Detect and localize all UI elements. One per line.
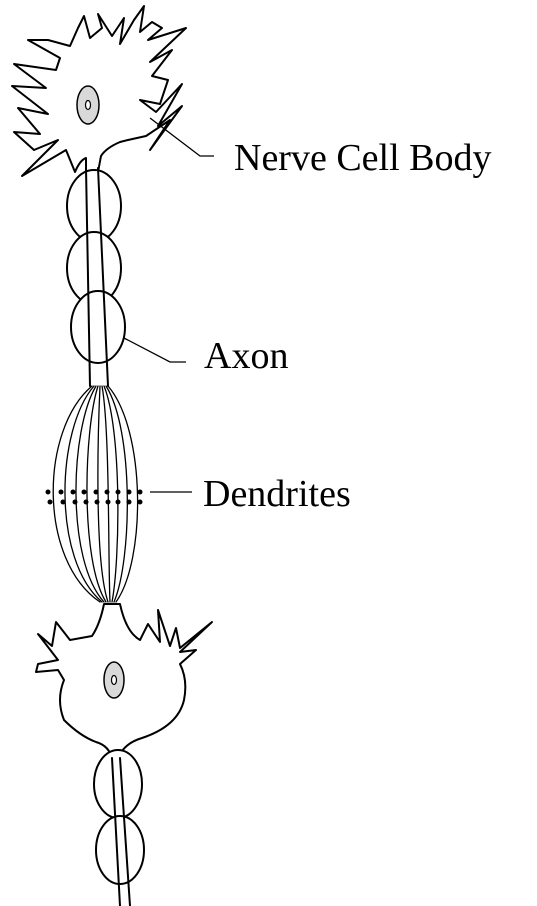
synapse-dots bbox=[46, 490, 143, 505]
upper-neuron bbox=[12, 6, 186, 176]
dendrite-fiber bbox=[76, 386, 104, 602]
myelin-sheath-3 bbox=[71, 291, 125, 363]
axon-leader-line bbox=[124, 338, 186, 362]
cell-body-label: Nerve Cell Body bbox=[234, 137, 492, 179]
upper-nucleolus bbox=[86, 101, 91, 110]
lower-axon bbox=[94, 750, 144, 906]
upper-cell-body bbox=[12, 6, 186, 176]
dendrite-bundle bbox=[46, 386, 143, 602]
lower-nucleolus bbox=[112, 676, 117, 685]
myelin-sheath-4 bbox=[94, 750, 142, 818]
lower-neuron bbox=[36, 604, 212, 760]
dendrites-label: Dendrites bbox=[203, 473, 351, 515]
upper-axon bbox=[67, 168, 125, 386]
myelin-sheath-5 bbox=[96, 816, 144, 884]
axon-label: Axon bbox=[204, 335, 288, 377]
